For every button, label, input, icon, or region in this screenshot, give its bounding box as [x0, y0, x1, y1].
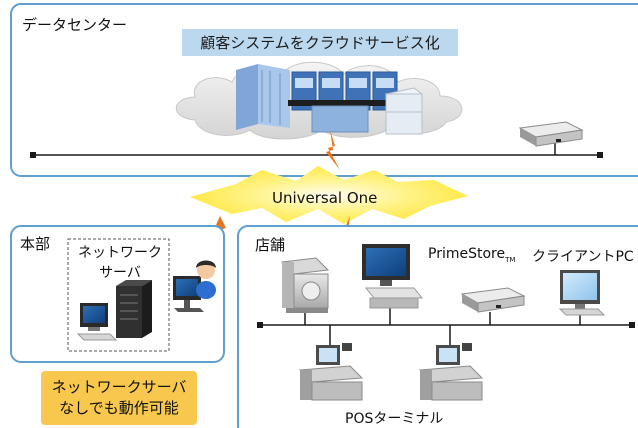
primestore-label: PrimeStoreTM [428, 246, 515, 264]
cloud-service-banner: 顧客システムをクラウドサービス化 [182, 29, 458, 56]
printer-icon [280, 257, 330, 313]
note-line2: なしでも動作可能 [59, 399, 179, 417]
store-lan [257, 308, 635, 345]
network-burst [190, 166, 468, 224]
server-rack-icon [288, 71, 400, 133]
storage-icon [384, 87, 424, 135]
pos-terminal-label: POSターミナル [345, 411, 444, 427]
network-server-label-line1: ネットワーク [78, 245, 162, 261]
note-line1: ネットワークサーバ [51, 378, 187, 396]
trademark-mark: TM [505, 255, 516, 264]
store-router-icon [460, 287, 526, 313]
client-pc-icon [558, 270, 606, 316]
pos-terminal-icon [418, 343, 484, 401]
pos-terminal-icon [298, 343, 364, 401]
network-server-label-line2: サーバ [99, 265, 141, 281]
router-icon [518, 121, 584, 147]
hq-title: 本部 [20, 235, 51, 253]
datacenter-lan [30, 142, 603, 158]
client-pc-label: クライアントPC [532, 249, 634, 265]
no-server-note: ネットワークサーバ なしでも動作可能 [41, 371, 197, 425]
datacenter-title: データセンター [22, 16, 128, 34]
store-title: 店舗 [255, 236, 286, 254]
primestore-pc-icon [362, 244, 424, 309]
mainframe-icon [236, 64, 290, 130]
network-server-label: ネットワーク サーバ [70, 243, 170, 283]
network-server-icon [76, 280, 152, 341]
network-label: Universal One [272, 189, 378, 207]
primestore-name: PrimeStore [428, 246, 506, 262]
operator-icon [173, 260, 216, 312]
